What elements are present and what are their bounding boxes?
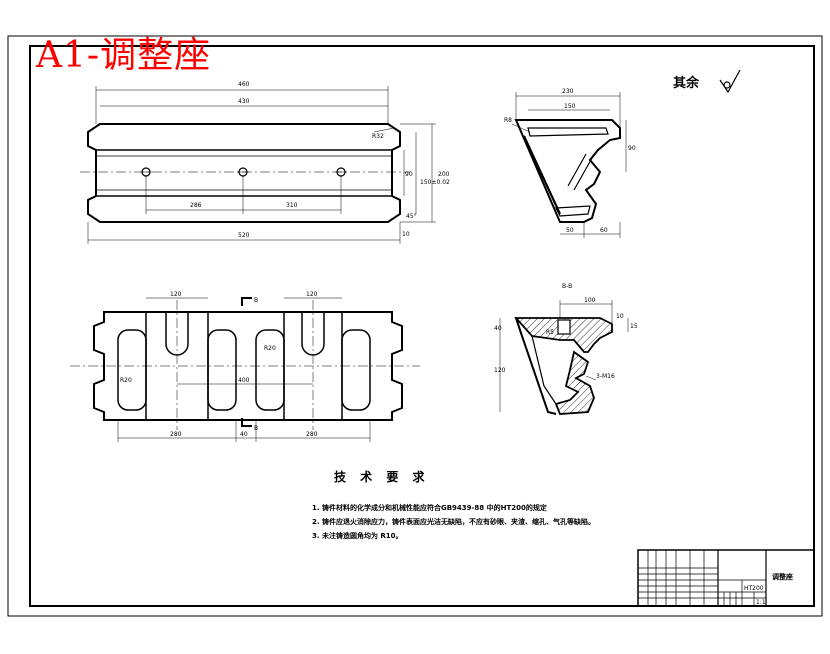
dim-front-hole-left: 286: [190, 202, 202, 209]
dim-plan-slot-right: 120: [306, 291, 318, 298]
dim-side-bottom-b: 60: [600, 227, 608, 234]
drawing-title: A1-调整座: [36, 35, 212, 76]
dim-plan-center: 400: [238, 377, 250, 384]
title-block-material: HT200: [744, 585, 764, 592]
dim-plan-radius-a: R20: [120, 377, 132, 384]
roughness-symbol: [719, 69, 741, 94]
section-view: [499, 300, 629, 415]
dim-section-radius: R5: [546, 329, 554, 336]
side-view-dims: 230 150 90 50 60 R8: [504, 88, 636, 234]
dim-section-width: 100: [584, 297, 596, 304]
section-mark-bottom: B: [254, 425, 258, 432]
inner-border: [29, 45, 815, 607]
dim-front-bottom-offset: 10: [402, 231, 410, 238]
dim-section-side: 10: [616, 313, 624, 320]
tech-req-item-2: 2. 铸件应退火消除应力，铸件表面应光洁无缺陷，不应有砂眼、夹渣、缩孔、气孔等缺…: [312, 518, 595, 526]
dim-plan-gap: 40: [240, 431, 248, 438]
title-block-part-name: 调整座: [772, 573, 793, 581]
tech-req-heading: 技 术 要 求: [334, 470, 430, 484]
dim-side-top-width: 230: [562, 88, 574, 95]
outer-border: [7, 35, 823, 617]
dim-front-overall-bottom: 520: [238, 232, 250, 239]
dim-plan-span-left: 280: [170, 431, 182, 438]
dim-front-hole-right: 310: [286, 202, 298, 209]
dim-section-small: 15: [630, 323, 638, 330]
section-view-dims: B-B 100 40 120 15 10 R5 3-M16: [494, 283, 638, 380]
title-block: [637, 549, 815, 607]
tech-req-item-1: 1. 铸件材料的化学成分和机械性能应符合GB9439-88 中的HT200的规定: [312, 504, 547, 512]
section-mark-top: B: [254, 297, 258, 304]
front-view-dims: 460 430 286 310 520 200 150±0.02 90 R32 …: [190, 81, 450, 239]
dim-side-bottom-a: 50: [566, 227, 574, 234]
plan-view: [70, 297, 420, 442]
dim-section-thread: 3-M16: [596, 373, 615, 380]
dim-front-chamfer: 45°: [406, 213, 417, 220]
dim-front-overall-top: 460: [238, 81, 250, 88]
section-label: B-B: [562, 283, 572, 290]
dim-side-inner-width: 150: [564, 103, 576, 110]
plan-view-dims: 120 120 280 280 40 400 R20 R20 B B: [120, 291, 318, 438]
tech-req-item-3: 3. 未注铸造圆角均为 R10。: [312, 532, 403, 540]
dim-front-radius: R32: [372, 133, 384, 140]
title-block-scale: 1:1: [756, 599, 766, 606]
dim-plan-span-right: 280: [306, 431, 318, 438]
dim-plan-radius-b: R20: [264, 345, 276, 352]
dim-front-height-sub: 90: [405, 171, 413, 178]
dim-front-height-inner: 150±0.02: [420, 179, 450, 186]
dim-plan-slot-left: 120: [170, 291, 182, 298]
roughness-note: 其余: [673, 76, 700, 91]
dim-side-radius: R8: [504, 117, 512, 124]
dim-front-height-main: 200: [438, 171, 450, 178]
title-block-values: HT200 1:1: [744, 585, 766, 606]
side-view: [511, 92, 627, 238]
dim-side-height: 90: [628, 145, 636, 152]
dim-section-height-a: 40: [494, 325, 502, 332]
dim-section-height-b: 120: [494, 367, 506, 374]
dim-front-upper-length: 430: [238, 98, 250, 105]
technical-requirements: 技 术 要 求 1. 铸件材料的化学成分和机械性能应符合GB9439-88 中的…: [300, 468, 620, 543]
front-view: [80, 86, 436, 244]
